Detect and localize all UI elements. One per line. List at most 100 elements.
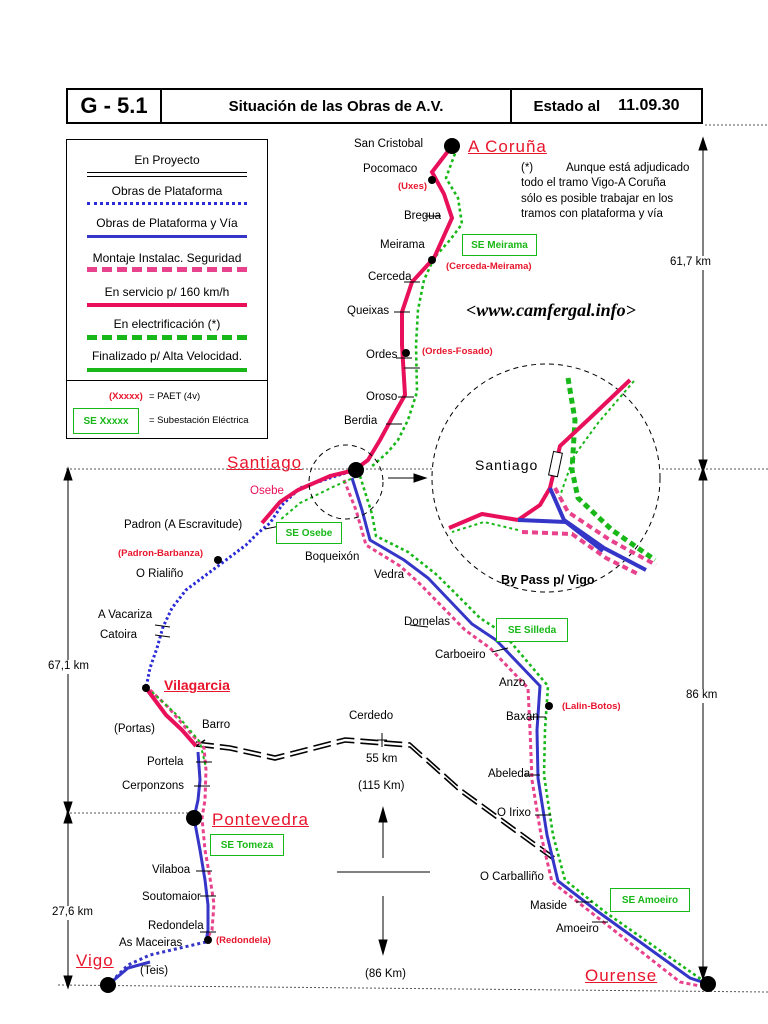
substation-osebe: SE Osebe — [276, 522, 342, 544]
legend-label-seguridad: Montaje Instalac. Seguridad — [92, 251, 242, 265]
station-vedra: Vedra — [374, 569, 405, 581]
station-catoira: Catoira — [100, 629, 138, 641]
station-pocomaco: Pocomaco — [363, 163, 418, 175]
legend-line-electrificacion — [87, 335, 247, 340]
station-anzo: Anzo — [499, 677, 526, 689]
distance-santiago-ourense: 86 km — [686, 689, 718, 703]
city-santiago: Santiago — [227, 453, 303, 472]
distance-115-km: (115 Km) — [358, 780, 405, 794]
station-abeleda: Abeleda — [488, 768, 531, 780]
legend-label-plataforma-via: Obras de Plataforma y Vía — [96, 216, 238, 230]
paet-uxes: (Uxes) — [398, 181, 428, 192]
station-berdia: Berdia — [344, 415, 378, 427]
paet-dots — [142, 176, 553, 944]
ourense-dot — [700, 976, 716, 992]
legend: En Proyecto Obras de Plataforma Obras de… — [66, 139, 268, 439]
legend-line-servicio — [87, 303, 247, 307]
santiago-ourense-security — [342, 479, 706, 989]
station-cerponzons: Cerponzons — [122, 780, 185, 792]
pontevedra-redondela-platform-track — [192, 751, 210, 943]
legend-line-proyecto — [87, 172, 247, 177]
station-boqueixon: Boqueixón — [305, 551, 360, 563]
station-ticks — [154, 215, 608, 933]
legend-line-seguridad — [87, 267, 247, 272]
station-maside: Maside — [530, 900, 568, 912]
legend-label-electrificacion: En electrificación (*) — [113, 317, 221, 331]
station-redondela: Redondela — [148, 920, 204, 932]
city-a-coruna: A Coruña — [468, 137, 547, 156]
map-code-box: G - 5.1 — [66, 88, 162, 124]
santiago-inset — [431, 363, 661, 593]
legend-se-text: = Subestación Eléctrica — [149, 415, 249, 426]
vilagarcia-barro-in-service — [144, 686, 198, 748]
station-portela: Portela — [147, 756, 184, 768]
station-san-cristobal: San Cristobal — [354, 138, 424, 150]
station-carboeiro: Carboeiro — [435, 649, 486, 661]
station-cerceda: Cerceda — [368, 271, 412, 283]
station-o-irixo: O Irixo — [497, 807, 531, 819]
vigo-dot — [100, 977, 116, 993]
note-line-2: todo el tramo Vigo-A Coruña — [521, 177, 666, 189]
substation-tomeza: SE Tomeza — [210, 834, 284, 856]
santiago-ourense-platform-track — [350, 477, 709, 986]
city-dots — [100, 138, 716, 993]
note-line-3: sólo es posible trabajar en los — [521, 193, 674, 205]
legend-divider — [67, 380, 267, 381]
map-title-box: Situación de las Obras de A.V. — [160, 88, 512, 124]
station-bregua: Bregua — [404, 210, 442, 222]
legend-paet-text: = PAET (4v) — [149, 391, 201, 402]
station-portas: (Portas) — [114, 723, 155, 735]
status-label: Estado al — [533, 97, 601, 115]
legend-line-plataforma — [87, 202, 247, 205]
station-o-rialino: O Rialiño — [136, 568, 184, 580]
station-soutomaior: Soutomaior — [142, 891, 201, 903]
map-code: G - 5.1 — [80, 93, 148, 118]
paet-cerceda-meirama: (Cerceda-Meirama) — [446, 261, 532, 272]
a-coruna-dot — [444, 138, 460, 154]
vigo-ourense-reference-line — [57, 984, 768, 993]
paet-ordes-fosado: (Ordes-Fosado) — [422, 346, 493, 357]
inset-bypass-label: By Pass p/ Vigo — [501, 573, 595, 587]
status-date: 11.09.30 — [618, 97, 680, 114]
station-teis: (Teis) — [140, 965, 169, 977]
paet-lalin-botos: (Lalin-Botos) — [562, 701, 621, 712]
distance-cerdedo-55: 55 km — [366, 753, 398, 765]
legend-paet-sample: (Xxxxx) — [109, 391, 143, 402]
station-amoeiro: Amoeiro — [556, 923, 599, 935]
note-line-4: tramos con plataforma y vía — [521, 208, 663, 220]
city-vigo: Vigo — [76, 951, 114, 970]
distance-pontevedra-vigo: 27,6 km — [52, 906, 93, 920]
website-label: <www.camfergal.info> — [466, 300, 636, 320]
project-line-cerdedo — [195, 737, 557, 863]
distance-arrows — [63, 136, 708, 990]
note-star: (*) — [521, 162, 534, 174]
station-barro: Barro — [202, 719, 231, 731]
paet-redondela: (Redondela) — [216, 935, 271, 946]
legend-se-sample: SE Xxxxx — [73, 408, 139, 434]
station-as-maceiras: As Maceiras — [119, 937, 183, 949]
station-baxan: Baxan — [506, 711, 539, 723]
station-o-carballino: O Carballiño — [480, 871, 544, 883]
distance-santiago-vilagarcia: 67,1 km — [48, 660, 89, 674]
station-meirama: Meirama — [380, 239, 425, 251]
station-vilaboa: Vilaboa — [152, 864, 191, 876]
station-a-vacariza: A Vacariza — [98, 609, 153, 621]
legend-label-plataforma: Obras de Plataforma — [111, 184, 223, 198]
map-title: Situación de las Obras de A.V. — [228, 97, 444, 115]
paet-padron-barbanza: (Padron-Barbanza) — [118, 548, 203, 559]
substation-meirama: SE Meirama — [462, 234, 537, 256]
station-oroso: Oroso — [366, 391, 398, 403]
station-osebe: Osebe — [250, 485, 284, 497]
city-vilagarcia: Vilagarcia — [164, 677, 230, 693]
vilagarcia-vigo-security — [148, 688, 216, 941]
substation-silleda: SE Silleda — [496, 618, 568, 642]
santiago-ourense-electrification — [358, 475, 706, 984]
legend-label-proyecto: En Proyecto — [134, 153, 200, 167]
city-pontevedra: Pontevedra — [212, 810, 309, 829]
station-padron: Padron (A Escravitude) — [124, 519, 243, 531]
station-ordes: Ordes — [366, 349, 398, 361]
legend-label-finalizado: Finalizado p/ Alta Velocidad. — [91, 349, 243, 363]
pontevedra-dot — [186, 810, 202, 826]
legend-label-servicio: En servicio p/ 160 km/h — [104, 285, 230, 299]
